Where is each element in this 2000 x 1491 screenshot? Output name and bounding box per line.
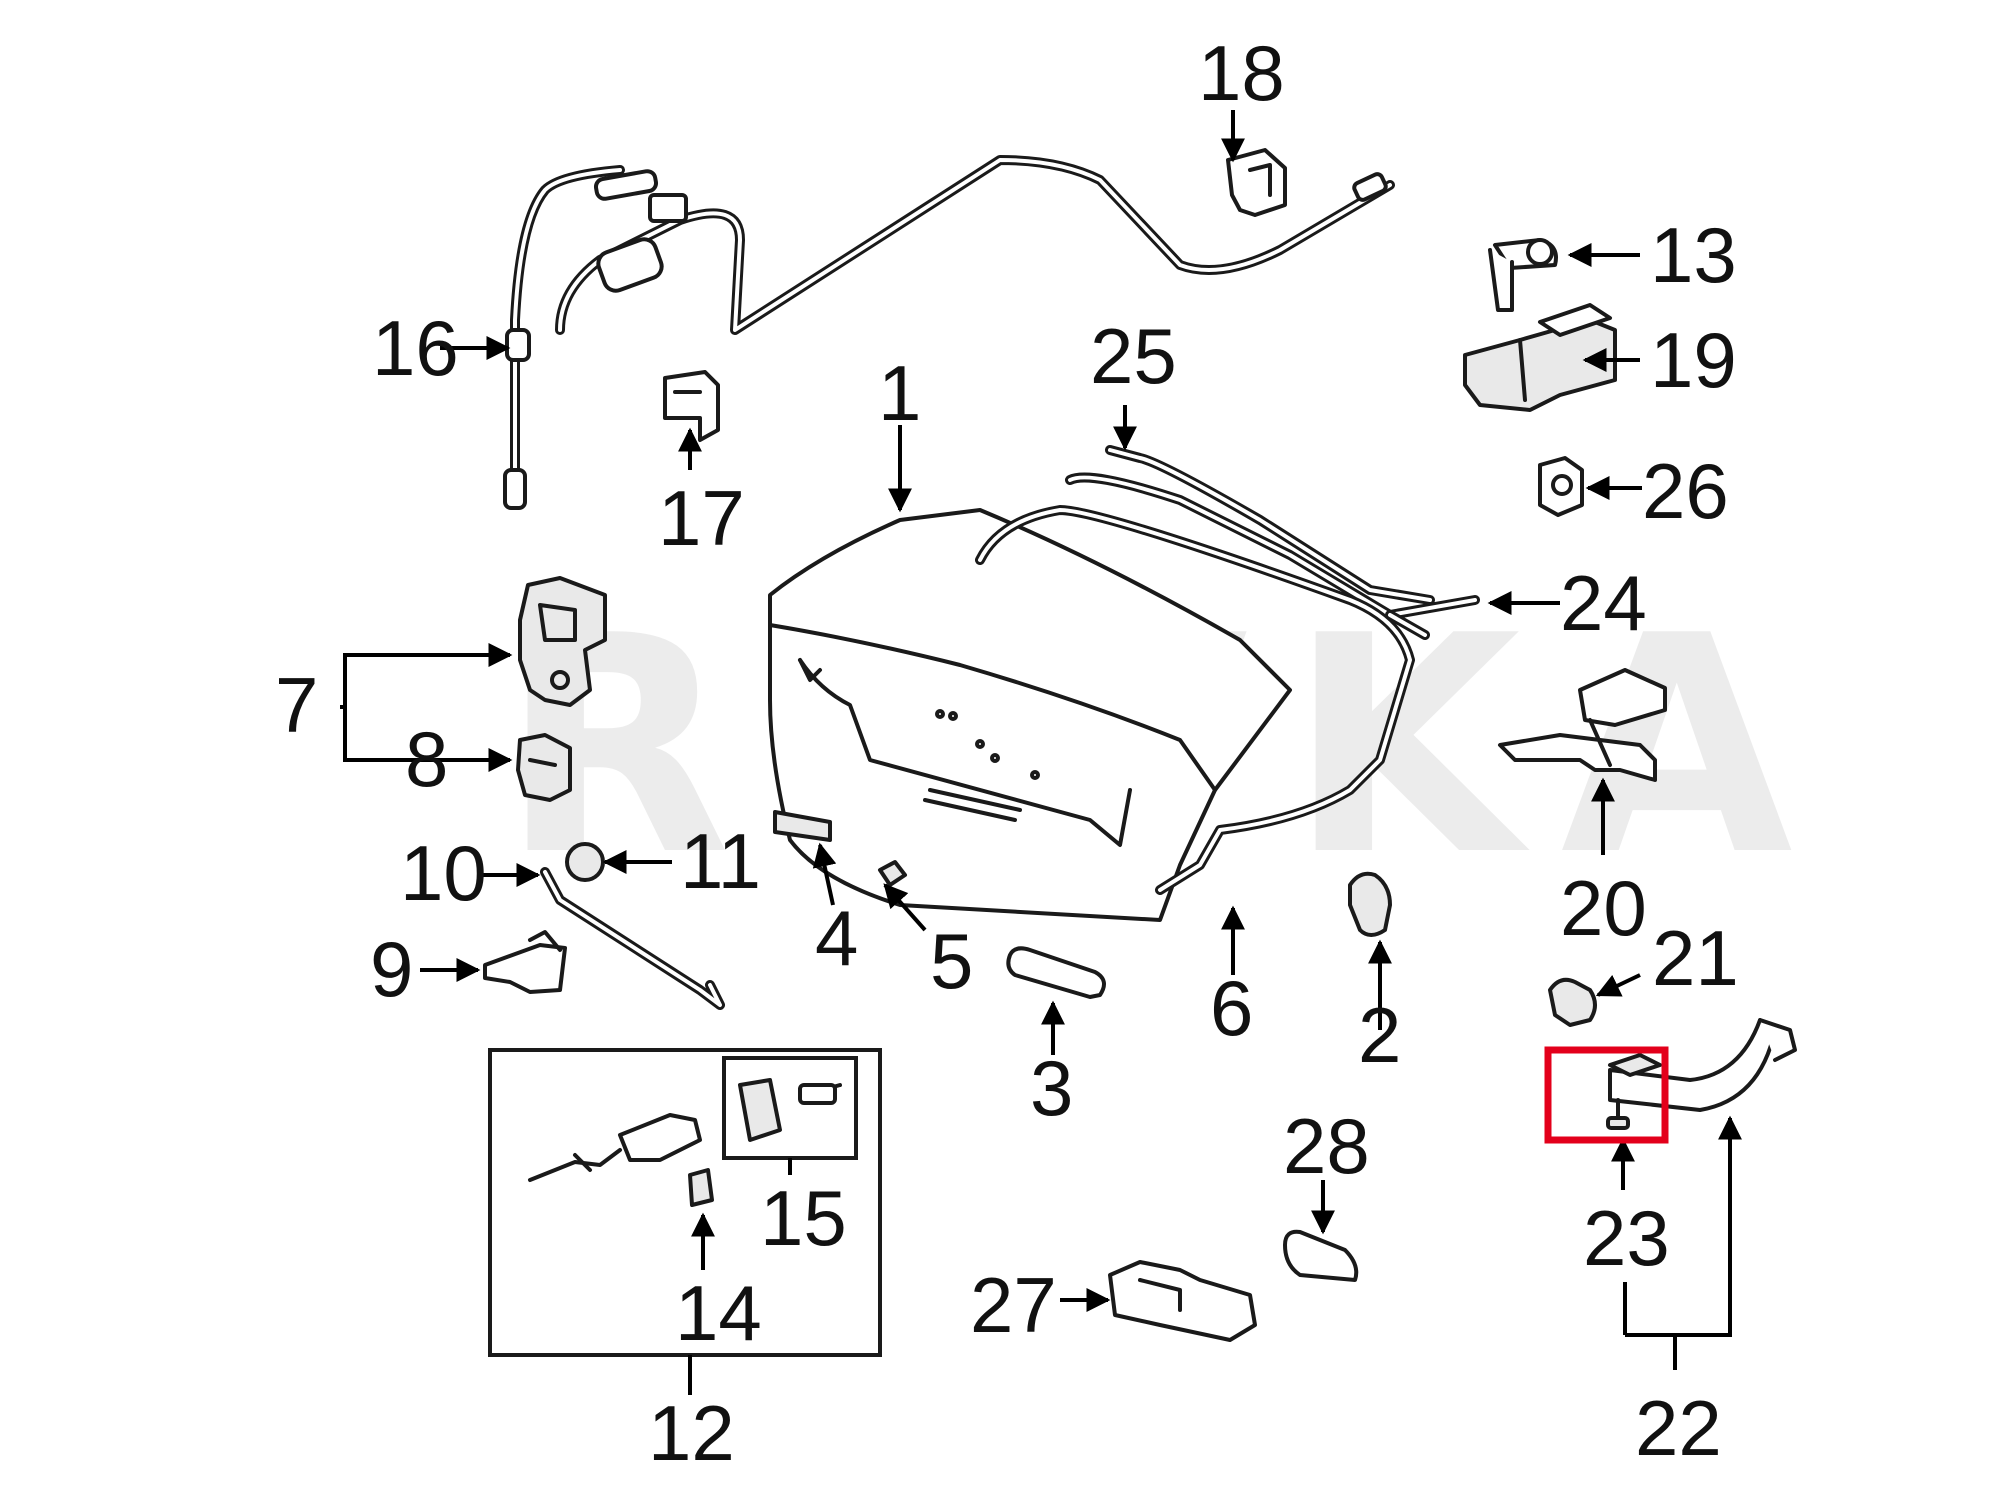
label-17: 17 [658, 474, 745, 562]
label-28: 28 [1283, 1102, 1370, 1190]
label-5: 5 [930, 917, 973, 1005]
label-27: 27 [970, 1261, 1057, 1349]
label-7: 7 [275, 661, 318, 749]
part-1-trunk-lid [768, 508, 1292, 922]
label-12: 12 [648, 1389, 735, 1477]
label-6: 6 [1210, 964, 1253, 1052]
label-22: 22 [1635, 1384, 1722, 1472]
part-18-clip [1226, 148, 1287, 217]
part-19-actuator [1463, 303, 1617, 412]
label-24: 24 [1560, 559, 1647, 647]
label-21: 21 [1652, 914, 1739, 1002]
part-3-handle [1006, 946, 1106, 999]
part-14-clip [688, 1168, 714, 1207]
part-2-bumper [1348, 871, 1392, 937]
part-24-torsion-bar [1065, 472, 1480, 640]
label-20: 20 [1560, 864, 1647, 952]
part-12-lock-cylinder [528, 1113, 702, 1182]
label-14: 14 [675, 1269, 762, 1357]
label-10: 10 [400, 829, 487, 917]
label-26: 26 [1642, 447, 1729, 535]
part-10-rod [540, 867, 725, 1010]
part-25-torsion-bar [1105, 445, 1435, 605]
label-11: 11 [680, 817, 761, 905]
part-16-release-cable [503, 155, 1395, 510]
callout-labels: 1 2 3 4 5 6 7 8 9 10 11 12 13 14 15 16 1… [275, 29, 1739, 1477]
highlight-box-part-23 [1544, 1046, 1669, 1144]
label-8: 8 [405, 715, 448, 803]
part-8-latch-cover [516, 733, 572, 802]
label-18: 18 [1198, 29, 1285, 117]
label-16: 16 [372, 304, 459, 392]
part-7-latch [518, 576, 607, 707]
part-27-tray [1108, 1260, 1257, 1342]
part-13-bolt [1488, 238, 1558, 312]
part-5-clip [878, 860, 907, 887]
part-4-trim [773, 810, 832, 842]
part-11-bumper [565, 842, 605, 882]
part-28-bulb [1283, 1229, 1359, 1282]
label-19: 19 [1650, 316, 1737, 404]
part-6-weatherstrip [975, 505, 1415, 895]
label-3: 3 [1030, 1044, 1073, 1132]
label-15: 15 [760, 1174, 847, 1262]
part-22-hinge-arm [1608, 1018, 1797, 1112]
label-4: 4 [815, 894, 858, 982]
label-9: 9 [370, 925, 413, 1013]
part-15-clip-bolt [738, 1078, 842, 1142]
label-13: 13 [1650, 211, 1737, 299]
label-1: 1 [878, 349, 921, 437]
part-12-kit-box [488, 1048, 882, 1357]
label-25: 25 [1090, 312, 1177, 400]
part-21-bolt [1548, 977, 1597, 1027]
part-17-clip [663, 370, 720, 442]
part-26-clip [1538, 456, 1584, 517]
part-23-bolt [1606, 1053, 1662, 1130]
part-20-hinge [1498, 668, 1667, 782]
leaders [340, 110, 1742, 1395]
label-23: 23 [1583, 1194, 1670, 1282]
label-2: 2 [1358, 991, 1401, 1079]
part-9-bracket [483, 930, 567, 994]
